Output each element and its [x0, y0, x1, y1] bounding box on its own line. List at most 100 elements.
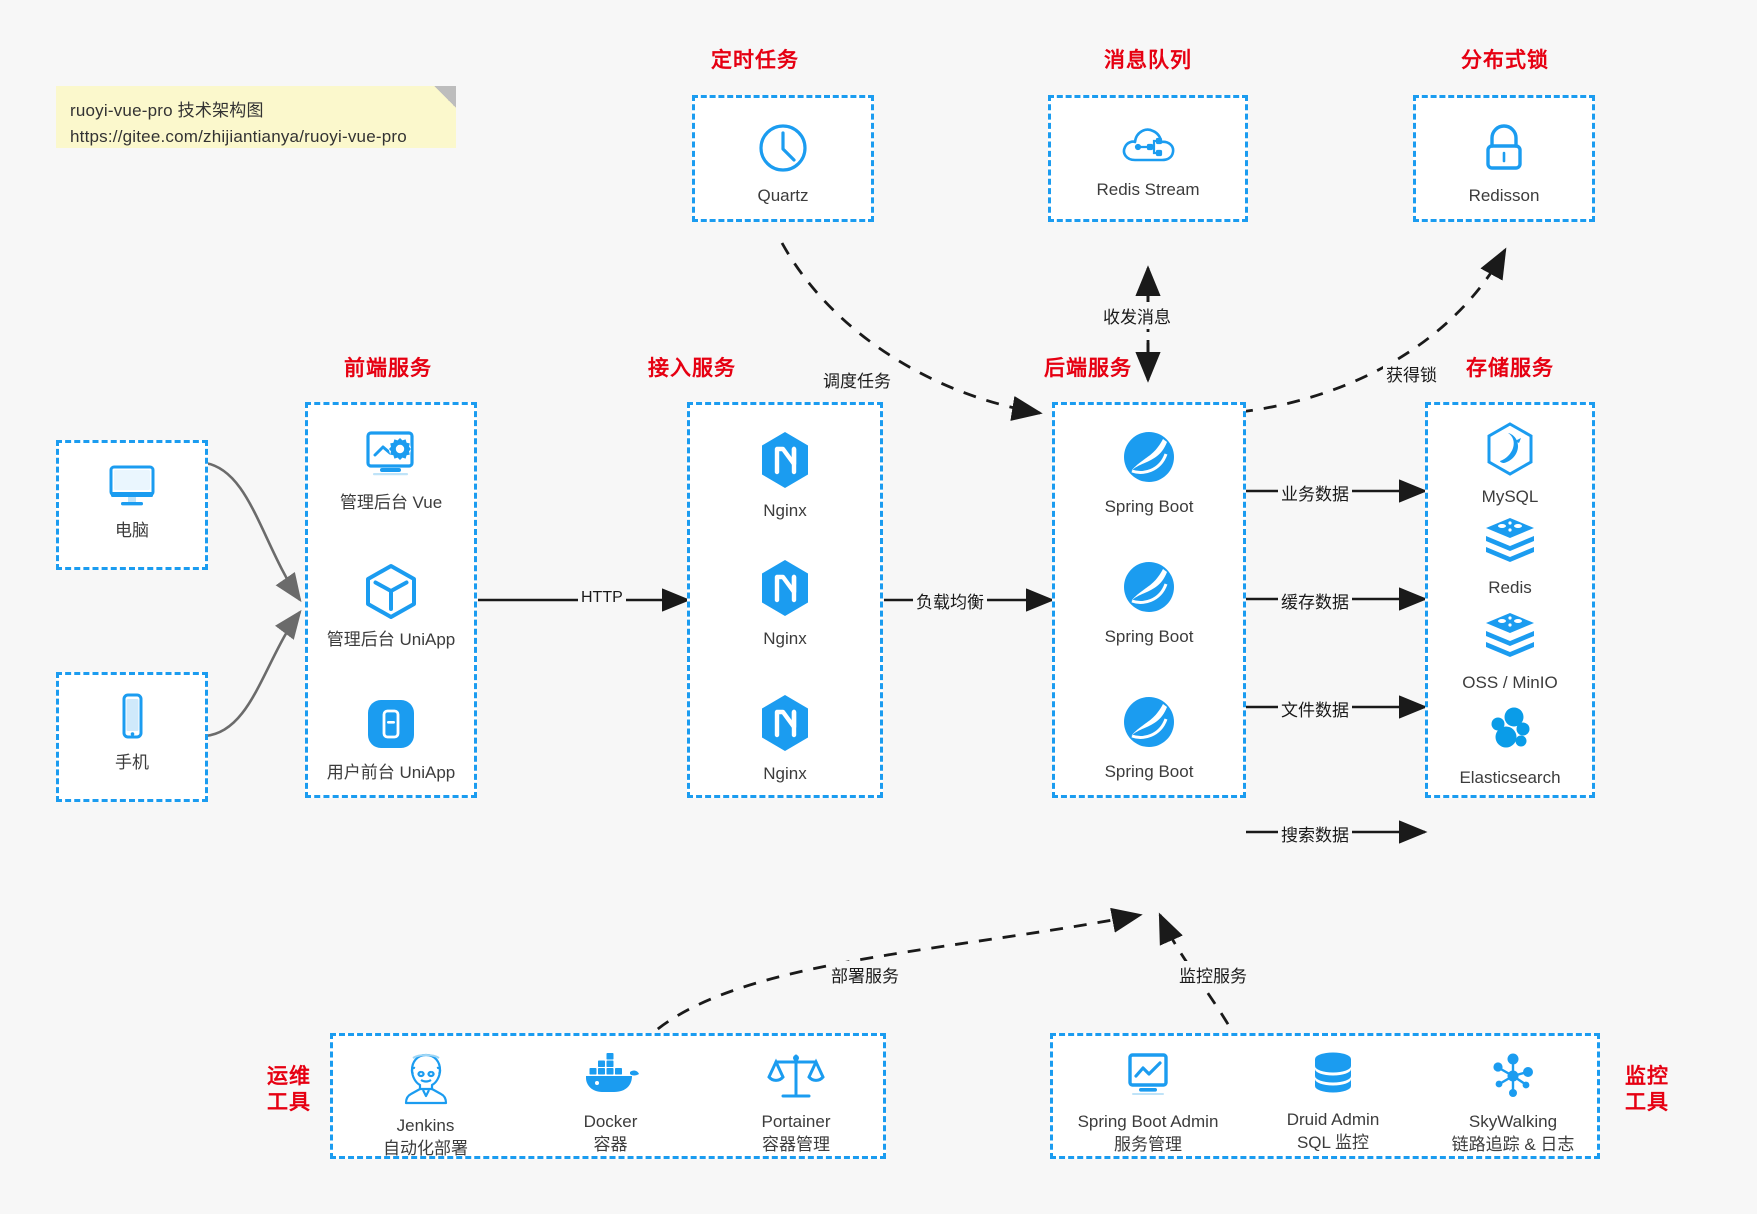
database-cylinder-icon [1306, 1050, 1360, 1100]
group-box-scheduler[interactable]: Quartz [692, 95, 874, 222]
group-box-storage[interactable]: MySQL Redis [1425, 402, 1595, 798]
node-sublabel: 服务管理 [1114, 1134, 1182, 1154]
node-label: Spring Boot [1104, 627, 1194, 646]
node-label: 用户前台 UniApp [326, 763, 456, 782]
node-jenkins[interactable]: Jenkins 自动化部署 [333, 1050, 518, 1161]
mysql-dolphin-icon [1482, 421, 1538, 477]
node-label: MySQL [1481, 487, 1539, 506]
group-box-backend[interactable]: Spring Boot Spring Boot Spring Boot [1052, 402, 1246, 798]
node-skywalking[interactable]: SkyWalking 链路追踪 & 日志 [1423, 1050, 1603, 1157]
node-label: Spring Boot [1104, 497, 1194, 516]
app-square-icon [362, 697, 420, 753]
edge-label-biz-data: 业务数据 [1278, 479, 1352, 506]
node-label: Druid Admin [1286, 1110, 1380, 1129]
edge-label-http: HTTP [578, 588, 626, 608]
group-title-gateway: 接入服务 [648, 357, 736, 380]
cube-icon [361, 562, 421, 620]
group-title-frontend: 前端服务 [344, 357, 432, 380]
jenkins-butler-icon [399, 1050, 453, 1106]
group-box-lock[interactable]: Redisson [1413, 95, 1595, 222]
edge-label-get-lock: 获得锁 [1383, 360, 1440, 387]
node-elasticsearch[interactable]: Elasticsearch [1428, 706, 1592, 790]
node-druid-admin[interactable]: Druid Admin SQL 监控 [1243, 1050, 1423, 1155]
group-title-backend: 后端服务 [1044, 357, 1132, 380]
group-title-mq: 消息队列 [1104, 49, 1192, 72]
node-portainer[interactable]: Portainer 容器管理 [703, 1050, 889, 1157]
desktop-monitor-icon [103, 459, 161, 511]
edge-get-lock [1239, 247, 1507, 414]
node-sublabel: SQL 监控 [1296, 1132, 1370, 1152]
group-box-client-desktop[interactable]: 电脑 [56, 440, 208, 570]
monitor-chart-icon [1119, 1050, 1177, 1102]
group-title-lock: 分布式锁 [1461, 49, 1549, 72]
group-title-monitor-line1: 监控 [1625, 1065, 1669, 1088]
node-nginx-2[interactable]: Nginx [690, 557, 880, 651]
node-desktop[interactable]: 电脑 [59, 459, 205, 543]
group-box-devops[interactable]: Jenkins 自动化部署 [330, 1033, 886, 1159]
node-redis-stream[interactable]: Redis Stream [1051, 120, 1245, 202]
edge-label-schedule-task: 调度任务 [820, 366, 894, 393]
node-admin-uniapp[interactable]: 管理后台 UniApp [308, 562, 474, 652]
edge-label-observe-service: 监控服务 [1176, 961, 1250, 988]
clock-icon [755, 120, 811, 176]
node-mysql[interactable]: MySQL [1428, 421, 1592, 509]
node-sublabel: 链路追踪 & 日志 [1451, 1134, 1575, 1154]
diagram-note: ruoyi-vue-pro 技术架构图 https://gitee.com/zh… [56, 86, 456, 148]
edge-label-deploy-service: 部署服务 [828, 961, 902, 988]
spring-boot-icon [1119, 427, 1179, 487]
node-label: Elasticsearch [1459, 768, 1561, 787]
node-label: 电脑 [115, 521, 149, 540]
edge-clients-to-frontend [204, 461, 302, 738]
redis-stack-icon [1482, 516, 1538, 568]
node-nginx-1[interactable]: Nginx [690, 429, 880, 523]
group-box-gateway[interactable]: Nginx Nginx Nginx [687, 402, 883, 798]
elasticsearch-icon [1482, 706, 1538, 758]
node-label: Spring Boot [1104, 762, 1194, 781]
edge-label-load-balance: 负载均衡 [913, 587, 987, 614]
group-box-monitor[interactable]: Spring Boot Admin 服务管理 Druid Admin SQL 监… [1050, 1033, 1600, 1159]
spring-boot-icon [1119, 557, 1179, 617]
group-title-devops-line1: 运维 [267, 1065, 311, 1088]
node-spring-boot-2[interactable]: Spring Boot [1055, 557, 1243, 649]
node-redisson[interactable]: Redisson [1416, 120, 1592, 208]
node-mobile[interactable]: 手机 [59, 691, 205, 775]
node-admin-vue[interactable]: 管理后台 Vue [308, 427, 474, 515]
scales-icon [767, 1050, 825, 1102]
group-title-scheduler: 定时任务 [711, 49, 799, 72]
group-box-frontend[interactable]: 管理后台 Vue 管理后台 UniApp 用户前台 UniApp [305, 402, 477, 798]
group-title-monitor: 监控 工具 [1612, 1064, 1682, 1117]
node-redis[interactable]: Redis [1428, 516, 1592, 600]
node-label: 管理后台 Vue [339, 493, 443, 512]
node-label: 管理后台 UniApp [326, 630, 456, 649]
group-box-client-mobile[interactable]: 手机 [56, 672, 208, 802]
node-label: OSS / MinIO [1462, 673, 1558, 692]
node-spring-boot-3[interactable]: Spring Boot [1055, 692, 1243, 784]
node-oss-minio[interactable]: OSS / MinIO [1428, 611, 1592, 695]
node-label: Spring Boot Admin [1077, 1112, 1219, 1131]
dashboard-gear-icon [360, 427, 422, 483]
node-label: Redis [1488, 578, 1532, 597]
node-label: SkyWalking [1468, 1112, 1558, 1131]
node-label: Docker [583, 1112, 638, 1131]
node-sublabel: 自动化部署 [383, 1138, 468, 1158]
node-label: Quartz [757, 186, 809, 205]
node-label: Jenkins [396, 1116, 455, 1135]
group-box-mq[interactable]: Redis Stream [1048, 95, 1248, 222]
node-user-uniapp[interactable]: 用户前台 UniApp [308, 697, 474, 785]
node-sublabel: 容器 [593, 1134, 628, 1154]
edge-label-file-data: 文件数据 [1278, 695, 1352, 722]
note-line-1: ruoyi-vue-pro 技术架构图 [70, 101, 264, 120]
mobile-phone-icon [103, 691, 161, 743]
node-quartz[interactable]: Quartz [695, 120, 871, 208]
node-spring-boot-admin[interactable]: Spring Boot Admin 服务管理 [1053, 1050, 1243, 1157]
nginx-icon [756, 429, 814, 491]
node-nginx-3[interactable]: Nginx [690, 692, 880, 786]
padlock-icon [1478, 120, 1530, 176]
group-title-storage: 存储服务 [1466, 357, 1554, 380]
node-label: Nginx [763, 764, 807, 783]
node-spring-boot-1[interactable]: Spring Boot [1055, 427, 1243, 519]
node-label: Redis Stream [1096, 180, 1200, 199]
node-docker[interactable]: Docker 容器 [518, 1050, 703, 1157]
node-label: 手机 [115, 753, 149, 772]
